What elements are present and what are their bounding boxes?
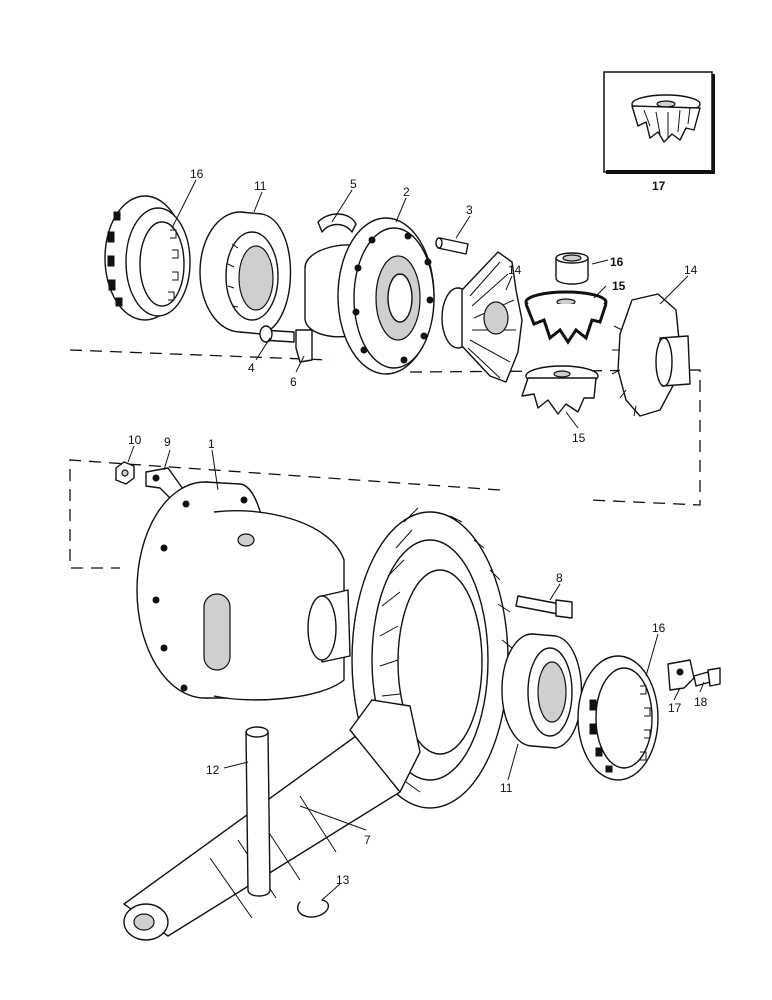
- callout-16-bold: 16: [610, 255, 624, 269]
- flange-half-case: [304, 217, 435, 375]
- callout-12: 12: [206, 763, 220, 777]
- callouts: 16 11 5 2 3 14 16 15 14 4 6 15 10 9 1 8 …: [128, 167, 708, 887]
- callout-5: 5: [350, 177, 357, 191]
- callout-16: 16: [190, 167, 204, 181]
- callout-15-bold: 15: [612, 279, 626, 293]
- adjuster-ring-upper: [104, 195, 191, 321]
- cross-pin-12: [245, 726, 271, 897]
- differential-case: [136, 481, 351, 701]
- locking-plate: [317, 213, 357, 233]
- bolt-4: [259, 325, 295, 343]
- callout-16-lower: 16: [652, 621, 666, 635]
- leader-lines: [127, 179, 705, 901]
- callout-9: 9: [164, 435, 171, 449]
- thrust-bushing: [555, 252, 589, 285]
- nut-10: [115, 461, 135, 485]
- lock-tab-6: [295, 329, 313, 363]
- inset-pinion-gear: [631, 94, 701, 143]
- inset-label: 17: [652, 179, 666, 193]
- inset-box: [603, 71, 715, 174]
- callout-14-right: 14: [684, 263, 698, 277]
- dowel-pin: [435, 237, 469, 255]
- callout-15: 15: [572, 431, 586, 445]
- callout-18: 18: [694, 695, 708, 709]
- adjuster-ring-lower: [577, 655, 659, 781]
- callout-6: 6: [290, 375, 297, 389]
- callout-7: 7: [364, 833, 371, 847]
- circlip-13: [297, 899, 329, 918]
- side-gear-right: [611, 293, 691, 417]
- callout-3: 3: [466, 203, 473, 217]
- pinion-gear-lower: [521, 365, 599, 415]
- callout-11-lower: 11: [500, 781, 513, 795]
- taper-bearing-upper: [199, 211, 292, 335]
- callout-11: 11: [254, 179, 267, 193]
- callout-1: 1: [208, 437, 215, 451]
- callout-4: 4: [248, 361, 255, 375]
- pinion-gear-upper: [524, 290, 608, 345]
- lock-plate-17: [667, 659, 695, 691]
- callout-10: 10: [128, 433, 142, 447]
- taper-bearing-lower: [501, 633, 583, 749]
- callout-13: 13: [336, 873, 350, 887]
- bolt-8: [515, 595, 573, 619]
- callout-14: 14: [508, 263, 522, 277]
- callout-17: 17: [668, 701, 682, 715]
- side-gear-left: [441, 251, 523, 383]
- pinion-shaft: [123, 699, 421, 941]
- bolt-18: [693, 667, 721, 687]
- callout-2: 2: [403, 185, 410, 199]
- callout-8: 8: [556, 571, 563, 585]
